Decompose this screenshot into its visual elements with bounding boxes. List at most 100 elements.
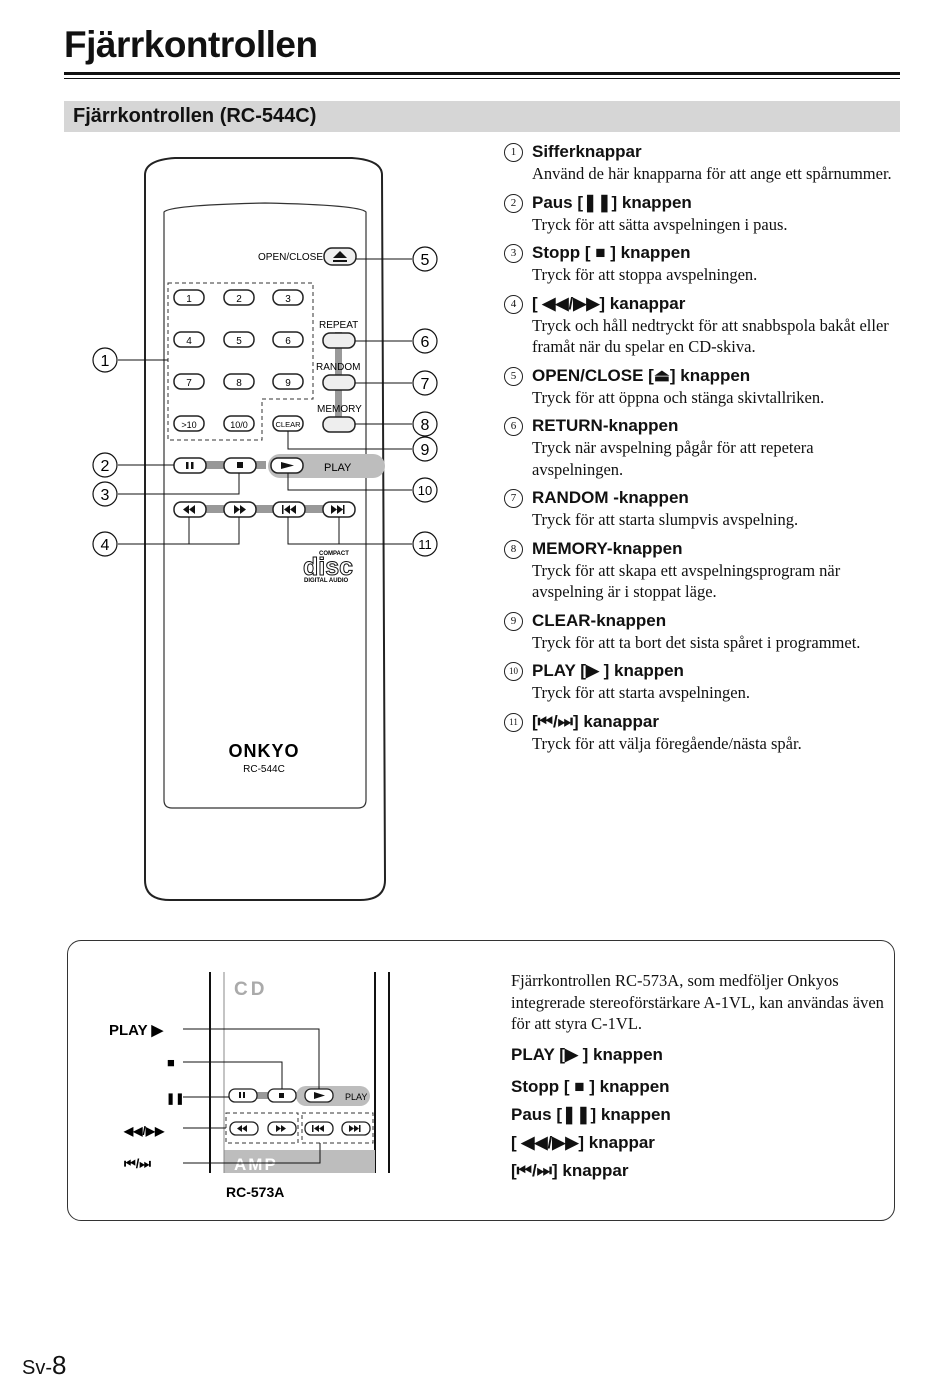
list-item: 9 CLEAR-knappen Tryck för att ta bort de… bbox=[504, 610, 904, 654]
page-number-value: 8 bbox=[52, 1350, 67, 1380]
clear-label: CLEAR bbox=[275, 420, 301, 429]
item-description: Tryck för att sätta avspelningen i paus. bbox=[532, 214, 788, 234]
seek-track bbox=[186, 505, 350, 513]
remote-rc544c-illustration: OPEN/CLOSE 1 2 3 4 5 6 7 8 9 >10 10/0 CL… bbox=[92, 157, 438, 901]
label-skip: ⏮/⏭ bbox=[124, 1156, 151, 1171]
pause-icon bbox=[239, 1092, 245, 1098]
rc573a-item: Stopp [ ■ ] knappen bbox=[511, 1076, 670, 1096]
forward-icon bbox=[276, 1125, 286, 1132]
callout-number: 3 bbox=[101, 487, 110, 504]
list-item: 2 Paus [❚❚] knappen Tryck för att sätta … bbox=[504, 192, 904, 236]
title-rule bbox=[64, 72, 900, 75]
digit-label: 1 bbox=[186, 294, 192, 305]
digit-label: 2 bbox=[236, 294, 242, 305]
memory-label: MEMORY bbox=[317, 404, 362, 415]
brand-logo: ONKYO bbox=[228, 741, 299, 761]
item-title: Sifferknappar bbox=[532, 142, 642, 161]
rewind-icon bbox=[183, 505, 195, 514]
digit-label: 7 bbox=[186, 378, 192, 389]
item-title: CLEAR-knappen bbox=[532, 610, 667, 630]
item-title: PLAY [▶ ] knappen bbox=[532, 661, 684, 680]
callout-markers: 1 2 3 4 5 6 7 8 9 10 11 bbox=[92, 246, 438, 557]
item-number: 11 bbox=[504, 712, 523, 732]
rewind-icon bbox=[237, 1125, 247, 1132]
amp-label: AMP bbox=[234, 1155, 278, 1174]
page-number-prefix: Sv- bbox=[22, 1357, 52, 1379]
list-item: 10 PLAY [▶ ] knappen Tryck för att start… bbox=[504, 660, 904, 704]
digit-buttons: 1 2 3 4 5 6 7 8 9 >10 10/0 bbox=[173, 289, 304, 432]
disc-logo-top: COMPACT bbox=[319, 551, 349, 557]
digit-button bbox=[173, 373, 205, 390]
list-item: 5 OPEN/CLOSE [⏏] knappen Tryck för att ö… bbox=[504, 365, 904, 409]
list-item: 6 RETURN-knappen Tryck när avspelning på… bbox=[504, 415, 904, 480]
section-title: Fjärrkontrollen (RC-544C) bbox=[73, 105, 317, 127]
skip-group-outline bbox=[301, 1112, 374, 1144]
list-item: 8 MEMORY-knappen Tryck för att skapa ett… bbox=[504, 538, 904, 603]
random-button bbox=[322, 374, 356, 391]
item-number: 3 bbox=[504, 244, 523, 263]
digit-group-outline bbox=[167, 282, 314, 441]
digit-button bbox=[272, 289, 304, 306]
callout-number: 6 bbox=[421, 334, 430, 351]
callout-number: 8 bbox=[421, 417, 430, 434]
rc573a-intro: Fjärrkontrollen RC-573A, som medföljer O… bbox=[511, 971, 884, 1033]
item-number: 8 bbox=[504, 539, 523, 559]
item-number: 7 bbox=[504, 489, 523, 508]
digit-label: 8 bbox=[236, 378, 242, 389]
random-label: RANDOM bbox=[316, 362, 360, 373]
label-stop: ■ bbox=[167, 1055, 175, 1070]
stop-icon bbox=[279, 1093, 284, 1098]
digit-button bbox=[173, 415, 205, 432]
item-title: OPEN/CLOSE [⏏] knappen bbox=[532, 365, 751, 385]
digit-label: 4 bbox=[186, 336, 192, 347]
next-track-icon bbox=[331, 505, 345, 514]
stop-icon bbox=[237, 462, 243, 468]
rc573a-text: Fjärrkontrollen RC-573A, som medföljer O… bbox=[511, 970, 891, 1185]
label-play: PLAY ▶ bbox=[109, 1022, 165, 1039]
item-number: 4 bbox=[504, 294, 523, 314]
digit-button bbox=[223, 289, 255, 306]
item-number: 2 bbox=[504, 193, 523, 213]
digit-button bbox=[223, 331, 255, 348]
rc573a-item: PLAY [▶ ] knappen bbox=[511, 1044, 663, 1064]
digit-button bbox=[272, 331, 304, 348]
callout-number: 2 bbox=[101, 458, 110, 475]
callout-number: 5 bbox=[421, 252, 430, 269]
digit-label: 3 bbox=[285, 294, 291, 305]
list-item: 1 Sifferknappar Använd de här knapparna … bbox=[504, 141, 904, 185]
digit-button bbox=[173, 289, 205, 306]
page-title: Fjärrkontrollen bbox=[64, 24, 318, 65]
rc573a-item: [ ◀◀/▶▶] knappar bbox=[511, 1132, 655, 1152]
rc573a-item: Paus [❚❚] knappen bbox=[511, 1104, 671, 1124]
digit-button bbox=[272, 373, 304, 390]
play-icon bbox=[314, 1092, 325, 1099]
list-item: 3 Stopp [ ■ ] knappen Tryck för att stop… bbox=[504, 242, 904, 286]
item-description: Tryck för att starta avspelningen. bbox=[532, 683, 750, 702]
next-track-icon bbox=[349, 1125, 361, 1132]
callout-number: 11 bbox=[418, 537, 432, 552]
item-title: [ ◀◀/▶▶] kanappar bbox=[532, 293, 686, 313]
rc573a-model-label: RC-573A bbox=[226, 1184, 284, 1200]
item-description: Tryck för att välja föregående/nästa spå… bbox=[532, 733, 802, 753]
amp-band bbox=[224, 1150, 375, 1173]
open-close-label: OPEN/CLOSE bbox=[258, 252, 323, 263]
item-title: [⏮/⏭] kanappar bbox=[532, 711, 659, 731]
digit-button bbox=[223, 415, 255, 432]
item-number: 10 bbox=[504, 662, 523, 681]
item-description: Tryck när avspelning pågår för att repet… bbox=[532, 438, 814, 479]
item-description: Tryck för att stoppa avspelningen. bbox=[532, 265, 758, 284]
item-title: MEMORY-knappen bbox=[532, 538, 683, 558]
button-description-list: 1 Sifferknappar Använd de här knapparna … bbox=[504, 141, 904, 761]
callout-number: 9 bbox=[421, 442, 430, 459]
disc-logo-main: disc bbox=[303, 553, 353, 581]
disc-logo-bottom: DIGITAL AUDIO bbox=[304, 578, 349, 584]
play-small-label: PLAY bbox=[345, 1092, 367, 1102]
digit-button bbox=[223, 373, 255, 390]
play-label: PLAY bbox=[324, 462, 352, 474]
eject-icon bbox=[333, 251, 347, 262]
prev-track-icon bbox=[282, 505, 296, 514]
item-description: Tryck och håll nedtryckt för att snabbsp… bbox=[532, 315, 889, 357]
model-label: RC-544C bbox=[243, 764, 285, 775]
pause-icon bbox=[186, 462, 194, 469]
pause-button bbox=[173, 457, 207, 474]
